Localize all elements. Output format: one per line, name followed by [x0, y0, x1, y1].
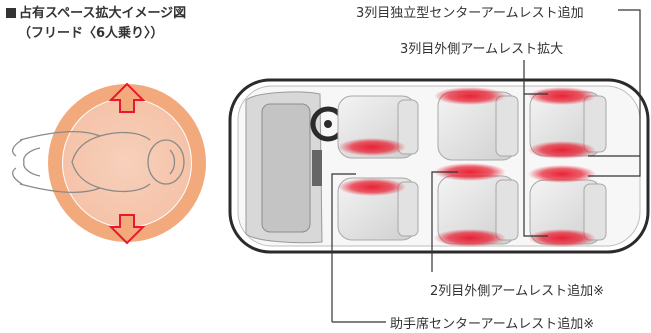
space-area: [63, 99, 191, 227]
highlight-row2-outer-top: [434, 87, 506, 105]
leader-passenger-center: [331, 173, 356, 322]
dashboard: [245, 91, 323, 244]
leader-row2-outer: [431, 171, 458, 272]
highlight-row2-center: [434, 163, 506, 181]
highlight-passenger-center: [338, 178, 406, 196]
arrow-down-icon: [108, 214, 146, 245]
page-title-text: 占有スペース拡大イメージ図: [19, 6, 187, 21]
page-subtitle: （フリード〈6人乗り〉）: [18, 26, 164, 41]
highlight-front-left: [338, 138, 406, 156]
callout-row3-center-armrest: 3列目独立型センターアームレスト追加: [356, 6, 584, 21]
leader-lines: [331, 9, 641, 323]
vehicle-top-view: [228, 78, 650, 254]
square-bullet-icon: [6, 8, 16, 18]
callout-row2-outer-armrest: 2列目外側アームレスト追加※: [430, 284, 604, 299]
arrow-up-icon: [108, 82, 146, 113]
highlight-row3-center-upper: [528, 141, 596, 159]
callout-row3-outer-armrest: 3列目外側アームレスト拡大: [400, 42, 564, 57]
highlight-row3-center-lower: [528, 165, 596, 183]
row3-seat-left: [529, 91, 607, 157]
highlight-row3-outer-bottom: [528, 229, 596, 247]
leader-row3-center: [588, 9, 641, 177]
highlight-row3-outer-top: [528, 87, 596, 105]
row2-seat-left: [437, 91, 519, 161]
row3-seat-right: [529, 179, 607, 245]
person-outline: [11, 130, 185, 194]
callout-passenger-center-armrest: 助手席センターアームレスト追加※: [390, 317, 595, 332]
highlight-row2-outer-bottom: [434, 229, 506, 247]
page-title: 占有スペース拡大イメージ図: [6, 2, 186, 21]
occupant-space-illustration: [11, 82, 206, 245]
leader-row3-outer: [523, 60, 548, 237]
armrest-highlights: [338, 87, 596, 247]
